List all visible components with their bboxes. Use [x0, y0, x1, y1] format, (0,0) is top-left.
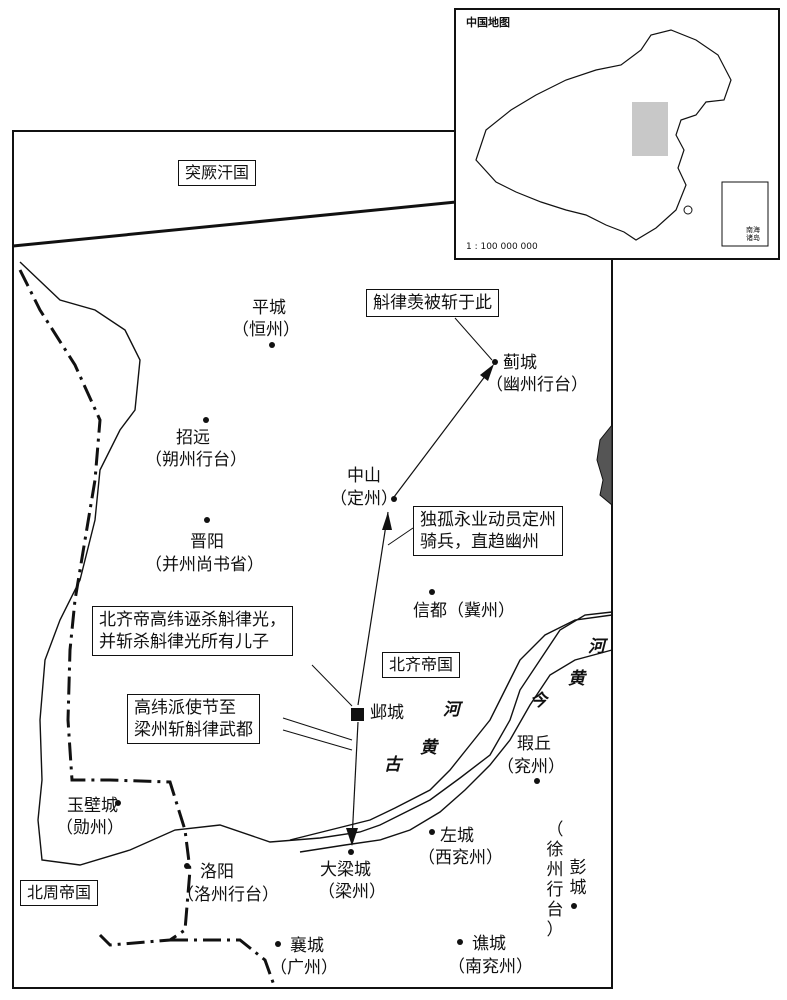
- dot-qiaocheng: [457, 939, 463, 945]
- label-xindu: 信都（冀州）: [413, 601, 515, 621]
- dot-jinyang: [204, 517, 210, 523]
- leader-gaowei-envoy-1: [282, 717, 353, 741]
- state-tujue: 突厥汗国: [178, 160, 257, 186]
- river-gu-gu: 古: [384, 755, 401, 775]
- leader-dugu: [387, 527, 414, 546]
- annotation-gaowei-envoy: 高纬派使节至 梁州斩斛律武都: [127, 694, 260, 744]
- tujue-border: [12, 200, 457, 248]
- label-guangzhou: （广州）: [270, 958, 338, 978]
- arrow-head-jicheng: [480, 364, 494, 381]
- beizhou-border-west: [18, 269, 277, 989]
- label-pengcheng: 彭城: [569, 858, 587, 898]
- label-luozhou: （洛州行台）: [177, 885, 279, 905]
- leader-gaowei-kill: [311, 664, 353, 707]
- ancient-yellow-river-north: [289, 614, 613, 841]
- label-youzhou: （幽州行台）: [486, 375, 588, 395]
- state-beizhou: 北周帝国: [20, 880, 99, 906]
- label-shuozhou: （朔州行台）: [145, 450, 247, 470]
- label-jicheng: 蓟城: [503, 353, 537, 373]
- dot-jicheng: [492, 359, 498, 365]
- label-bingzhou: （并州尚书省）: [145, 555, 264, 575]
- annotation-gaowei-kill: 北齐帝高纬诬杀斛律光， 并斩杀斛律光所有儿子: [92, 606, 293, 656]
- label-xunzhou: （勋州）: [56, 818, 124, 838]
- label-xiyanzhou: （西兖州）: [418, 848, 503, 868]
- inset-outline: [475, 29, 769, 247]
- dot-yecheng: [351, 708, 364, 721]
- annotation-dugu: 独孤永业动员定州 骑兵，直趋幽州: [413, 506, 563, 556]
- dot-xiangcheng: [275, 941, 281, 947]
- dot-pingcheng: [269, 342, 275, 348]
- inset-south-sea-label: 南海诸岛: [746, 226, 760, 242]
- dot-pengcheng: [571, 903, 577, 909]
- leader-gaowei-envoy-2: [282, 729, 353, 751]
- label-zhaoyuan: 招远: [176, 428, 210, 448]
- label-xiaqiu: 瑕丘: [517, 734, 551, 754]
- ancient-yellow-river-south: [299, 649, 613, 853]
- inset-scale: 1 : 100 000 000: [466, 242, 538, 252]
- dot-luoyang: [184, 863, 190, 869]
- label-xuzhou: （徐州行台）: [546, 820, 564, 940]
- label-jinyang: 晋阳: [190, 532, 224, 552]
- dot-zhongshan: [391, 496, 397, 502]
- river-jin-jin: 今: [530, 691, 547, 711]
- label-qiaocheng: 谯城: [472, 934, 506, 954]
- label-zuocheng: 左城: [440, 826, 474, 846]
- route-yecheng-zhongshan: [357, 511, 389, 706]
- inset-china-map: 中国地图 南海诸岛 1 : 100 000 000: [454, 8, 780, 260]
- label-yubicheng: 玉壁城: [67, 796, 118, 816]
- taihang-outline: [19, 261, 613, 866]
- river-gu-he: 河: [443, 700, 460, 720]
- label-dingzhou: （定州）: [330, 489, 398, 509]
- annotation-hulu-mei: 斛律羡被斩于此: [366, 289, 499, 317]
- arrow-head-daliang: [346, 828, 358, 846]
- route-zhongshan-jicheng: [393, 366, 493, 498]
- label-luoyang: 洛阳: [200, 862, 234, 882]
- dot-yubicheng: [115, 800, 121, 806]
- arrow-head-zhongshan: [382, 512, 392, 530]
- map-frame: [12, 130, 613, 989]
- state-beiqi: 北齐帝国: [382, 652, 461, 678]
- dot-xiaqiu: [534, 778, 540, 784]
- label-zhongshan: 中山: [347, 466, 381, 486]
- river-gu-huang: 黄: [420, 738, 437, 758]
- label-liangzhou: （梁州）: [318, 882, 386, 902]
- dot-daliangcheng: [348, 849, 354, 855]
- river-jin-huang: 黄: [568, 669, 585, 689]
- dot-zhaoyuan: [203, 417, 209, 423]
- label-yecheng: 邺城: [370, 703, 404, 723]
- dot-xindu: [429, 589, 435, 595]
- label-xiangcheng: 襄城: [290, 936, 324, 956]
- label-daliangcheng: 大梁城: [320, 860, 371, 880]
- label-nanyanzhou: （南兖州）: [448, 957, 533, 977]
- river-jin-he: 河: [588, 637, 605, 657]
- route-yecheng-daliang: [351, 721, 359, 841]
- label-yanzhou: （兖州）: [497, 757, 565, 777]
- sea-coast: [596, 423, 613, 507]
- leader-hulu-mei: [454, 317, 493, 361]
- label-hengzhou: （恒州）: [232, 320, 300, 340]
- label-pingcheng: 平城: [252, 298, 286, 318]
- dot-zuocheng: [429, 829, 435, 835]
- inset-title: 中国地图: [466, 16, 510, 29]
